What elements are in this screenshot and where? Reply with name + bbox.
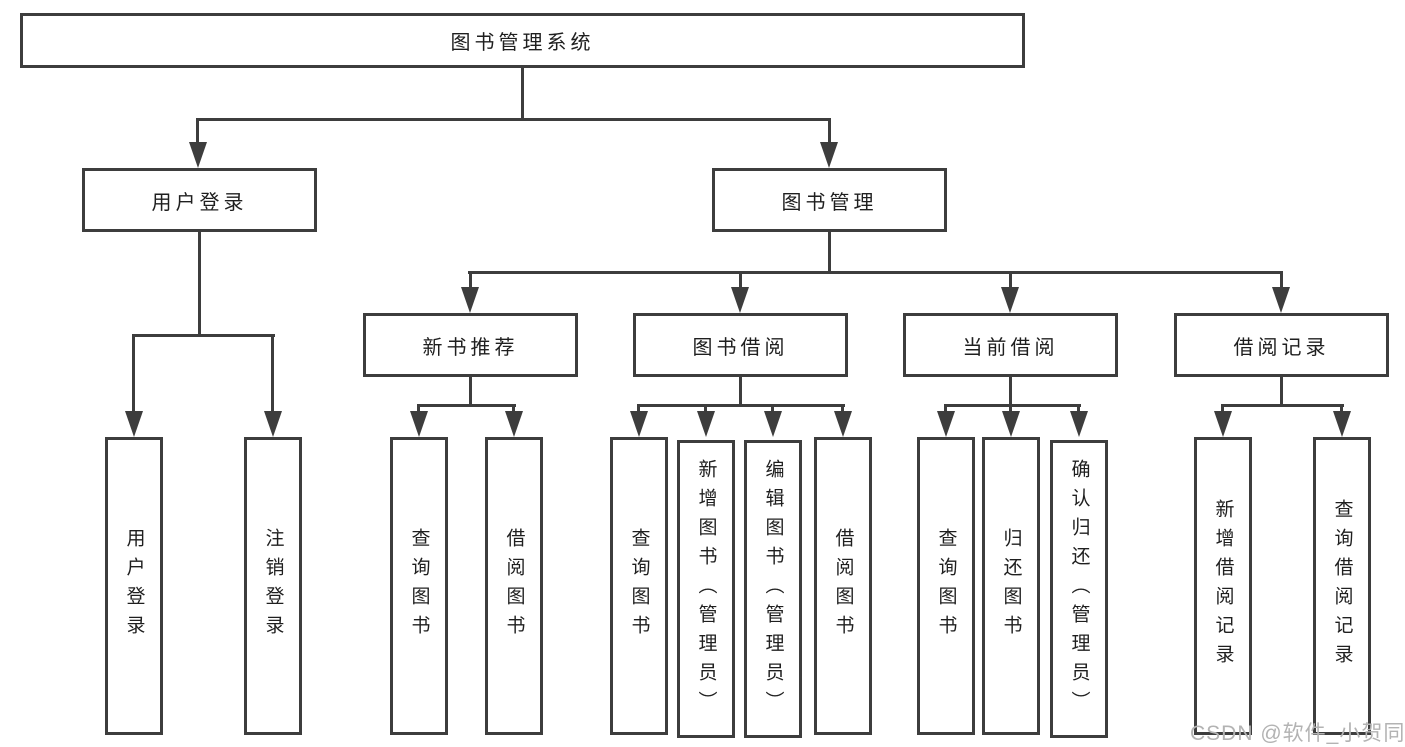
- connector-line: [198, 232, 201, 336]
- arrow-head: [764, 411, 782, 437]
- node-book-borrowing: 图书借阅: [633, 313, 848, 377]
- connector-line: [1340, 404, 1343, 414]
- arrow-head: [937, 411, 955, 437]
- leaf-borrow-books-borrowing: 借阅图书: [814, 437, 872, 735]
- node-book-management: 图书管理: [712, 168, 947, 232]
- node-label: 归还图书: [1000, 528, 1022, 644]
- node-borrowing-records: 借阅记录: [1174, 313, 1389, 377]
- connector-line: [944, 404, 947, 414]
- connector-line: [828, 118, 831, 146]
- connector-line: [1009, 377, 1012, 407]
- node-user-login: 用户登录: [82, 168, 317, 232]
- connector-line: [1221, 404, 1344, 407]
- node-label: 注销登录: [262, 528, 284, 644]
- arrow-head: [1214, 411, 1232, 437]
- leaf-add-books-admin: 新增图书（管理员）: [677, 440, 735, 738]
- node-label: 借阅记录: [1233, 336, 1330, 359]
- node-label: 图书管理系统: [450, 32, 595, 54]
- connector-line: [771, 404, 774, 414]
- arrow-head: [125, 411, 143, 437]
- leaf-query-borrow-record: 查询借阅记录: [1313, 437, 1371, 735]
- leaf-edit-books-admin: 编辑图书（管理员）: [744, 440, 802, 738]
- watermark-text: CSDN @软件_小贺同学: [1190, 722, 1405, 745]
- leaf-query-books-recommend: 查询图书: [390, 437, 448, 735]
- connector-line: [637, 404, 640, 414]
- arrow-head: [505, 411, 523, 437]
- node-label: 当前借阅: [962, 336, 1059, 359]
- arrow-head: [1070, 411, 1088, 437]
- node-label: 新增图书（管理员）: [695, 458, 717, 720]
- connector-line: [739, 377, 742, 407]
- node-label: 查询借阅记录: [1331, 499, 1353, 673]
- arrow-head: [1333, 411, 1351, 437]
- arrow-head: [697, 411, 715, 437]
- node-label: 用户登录: [151, 191, 248, 214]
- node-label: 图书管理: [781, 191, 878, 214]
- connector-line: [512, 404, 515, 414]
- connector-line: [469, 377, 472, 407]
- leaf-logout: 注销登录: [244, 437, 302, 735]
- leaf-borrow-books-recommend: 借阅图书: [485, 437, 543, 735]
- node-label: 编辑图书（管理员）: [762, 458, 784, 720]
- node-label: 新增借阅记录: [1212, 499, 1234, 673]
- connector-line: [196, 118, 199, 146]
- arrow-head: [630, 411, 648, 437]
- arrow-head: [1002, 411, 1020, 437]
- node-library-system: 图书管理系统: [20, 13, 1025, 68]
- connector-line: [1280, 271, 1283, 292]
- arrow-head: [189, 142, 207, 168]
- connector-line: [739, 271, 742, 292]
- connector-line: [1009, 404, 1012, 414]
- connector-line: [1077, 404, 1080, 414]
- connector-line: [417, 404, 420, 414]
- leaf-confirm-return-admin: 确认归还（管理员）: [1050, 440, 1108, 738]
- arrow-head: [461, 287, 479, 313]
- node-label: 图书借阅: [692, 336, 789, 359]
- connector-line: [468, 271, 1283, 274]
- connector-line: [637, 404, 845, 407]
- node-label: 查询图书: [935, 528, 957, 644]
- arrow-head: [410, 411, 428, 437]
- leaf-query-books-current: 查询图书: [917, 437, 975, 735]
- arrow-head: [820, 142, 838, 168]
- node-label: 新书推荐: [422, 336, 519, 359]
- connector-line: [841, 404, 844, 414]
- connector-line: [944, 404, 1081, 407]
- node-label: 借阅图书: [503, 528, 525, 644]
- arrow-head: [1001, 287, 1019, 313]
- connector-line: [271, 334, 274, 414]
- arrow-head: [834, 411, 852, 437]
- connector-line: [132, 334, 275, 337]
- node-label: 确认归还（管理员）: [1068, 458, 1090, 720]
- node-label: 查询图书: [408, 528, 430, 644]
- connector-line: [521, 68, 524, 120]
- node-label: 借阅图书: [832, 528, 854, 644]
- connector-line: [196, 118, 831, 121]
- node-new-book-recommend: 新书推荐: [363, 313, 578, 377]
- node-label: 查询图书: [628, 528, 650, 644]
- connector-line: [1009, 271, 1012, 292]
- node-current-borrowing: 当前借阅: [903, 313, 1118, 377]
- connector-line: [828, 232, 831, 274]
- leaf-query-books-borrowing: 查询图书: [610, 437, 668, 735]
- connector-line: [132, 334, 135, 414]
- connector-line: [704, 404, 707, 414]
- arrow-head: [731, 287, 749, 313]
- leaf-user-login: 用户登录: [105, 437, 163, 735]
- connector-line: [1280, 377, 1283, 407]
- connector-line: [1221, 404, 1224, 414]
- arrow-head: [1272, 287, 1290, 313]
- node-label: 用户登录: [123, 528, 145, 644]
- connector-line: [417, 404, 516, 407]
- arrow-head: [264, 411, 282, 437]
- leaf-add-borrow-record: 新增借阅记录: [1194, 437, 1252, 735]
- leaf-return-books: 归还图书: [982, 437, 1040, 735]
- connector-line: [469, 271, 472, 292]
